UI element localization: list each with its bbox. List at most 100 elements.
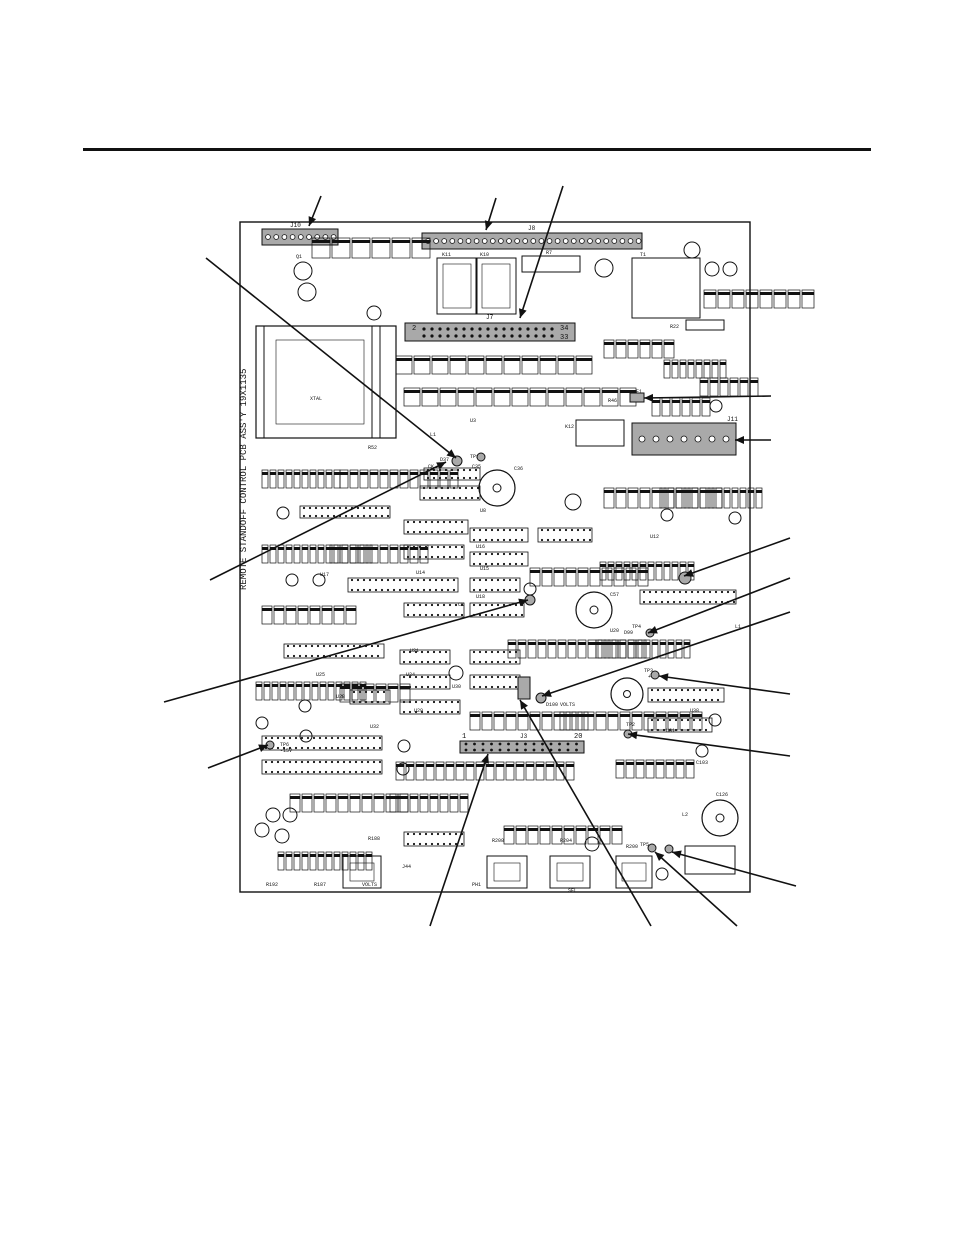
passive-part [595, 639, 603, 659]
passive-part [363, 683, 375, 703]
connector-pin [652, 435, 660, 443]
capacitor-c57: C57 [575, 591, 619, 629]
svg-text:20: 20 [574, 733, 582, 741]
connector-pin [587, 238, 593, 244]
passive-part [599, 825, 611, 845]
svg-text:U16: U16 [476, 544, 485, 550]
connector-pin [534, 327, 538, 331]
passive-part [293, 851, 301, 871]
connector-pin [422, 327, 426, 331]
connector-pin [722, 435, 730, 443]
passive-part [627, 487, 639, 509]
ic-chip [283, 643, 385, 659]
passive-part [339, 544, 349, 564]
connector-pin [430, 334, 434, 338]
connector-pin [524, 748, 527, 752]
passive-part [745, 289, 759, 309]
passive-part [529, 567, 541, 587]
connector-pin [498, 748, 502, 752]
passive-part [467, 355, 485, 375]
passive-part [419, 793, 429, 813]
svg-text:U38: U38 [690, 708, 699, 714]
svg-text:R22: R22 [670, 324, 679, 330]
capacitor-c134 [610, 677, 644, 711]
passive-part [575, 825, 587, 845]
ic-chip [469, 551, 529, 567]
passive-part [603, 339, 615, 359]
arrow-head [672, 850, 682, 859]
connector-pin [494, 327, 498, 331]
connector-pin [562, 238, 569, 244]
passive-part [295, 681, 303, 701]
passive-part [357, 851, 365, 871]
leader-line [207, 744, 269, 769]
passive-part [521, 355, 539, 375]
passive-part [439, 387, 457, 407]
passive-part [601, 567, 613, 587]
leader-line [209, 461, 447, 581]
connector-pin [454, 334, 458, 338]
passive-part [277, 851, 285, 871]
passive-part [337, 793, 349, 813]
svg-text:U32: U32 [370, 724, 379, 730]
passive-part [555, 761, 565, 781]
connector-j11: J11 [631, 416, 738, 456]
passive-part [631, 561, 639, 581]
svg-text:TP4: TP4 [632, 624, 641, 630]
passive-part [351, 237, 371, 259]
connector-pin [549, 742, 553, 746]
passive-part [289, 793, 301, 813]
svg-text:VOLTS: VOLTS [362, 882, 377, 888]
capacitor-c126: C126 [701, 792, 739, 837]
svg-text:R200: R200 [626, 844, 638, 850]
svg-text:SEL: SEL [568, 888, 577, 894]
passive-part [503, 825, 515, 845]
leader-line [519, 699, 652, 927]
ic-chips [261, 467, 737, 847]
passive-part [313, 793, 325, 813]
passive-part [349, 851, 357, 871]
svg-text:L2: L2 [682, 812, 688, 818]
passive-part [643, 639, 651, 659]
passive-part [691, 711, 703, 731]
connector-pin [579, 238, 585, 244]
passive-part [261, 469, 269, 489]
ic-chip [261, 759, 383, 775]
connector-pin [550, 334, 554, 338]
svg-text:U24: U24 [406, 672, 415, 678]
passive-part [715, 487, 723, 509]
connector-pin [534, 334, 538, 338]
passive-part [565, 711, 577, 731]
connector-pin [542, 327, 546, 331]
passive-part [559, 711, 571, 731]
passive-part [409, 469, 419, 489]
passive-part [389, 793, 399, 813]
passive-part [369, 544, 379, 564]
connector-pin [522, 238, 528, 244]
passive-part [391, 237, 411, 259]
svg-text:CK: CK [458, 602, 464, 608]
connector-pin [558, 742, 561, 746]
connector-pin [481, 238, 488, 244]
connector-pin [627, 238, 634, 244]
connector-pin [518, 334, 522, 338]
passive-part [665, 759, 675, 779]
passive-part [351, 683, 363, 703]
heatsink [255, 325, 397, 439]
ic-chip [537, 527, 593, 543]
passive-part [455, 761, 465, 781]
ic-chip [399, 674, 451, 690]
passive-part [373, 793, 385, 813]
passive-part [303, 681, 311, 701]
passive-part [361, 793, 373, 813]
passive-part [325, 469, 333, 489]
svg-text:U17: U17 [320, 572, 329, 578]
relay-k12: K12 [565, 419, 625, 447]
passive-part [679, 711, 691, 731]
svg-text:J7: J7 [486, 314, 494, 321]
passive-part [517, 711, 529, 731]
passive-part [755, 487, 763, 509]
passive-part [297, 605, 309, 625]
passive-part [739, 487, 747, 509]
passive-part [311, 681, 319, 701]
